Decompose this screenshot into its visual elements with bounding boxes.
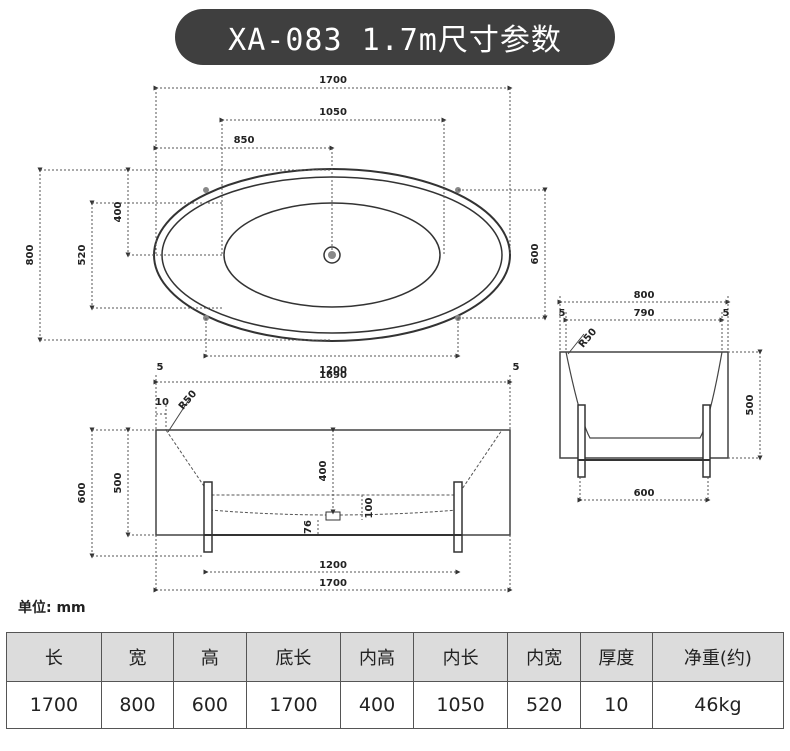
front-view: 5 5 1690 10 R50 600 500 400 76 100 1200 … <box>77 362 520 593</box>
spec-table: 长 宽 高 底长 内高 内长 内宽 厚度 净重(约) 1700 800 600 … <box>6 632 785 729</box>
dim-rim-right: 5 <box>513 362 520 373</box>
dim-side-rim-right: 5 <box>723 308 730 319</box>
dim-side-radius: R50 <box>577 327 599 351</box>
dim-rim-left: 5 <box>157 362 164 373</box>
header-cell: 内长 <box>412 632 509 682</box>
dim-overall-width: 800 <box>25 245 36 266</box>
radius-leader <box>167 397 191 433</box>
inner-side-profile <box>565 351 723 439</box>
dim-overall-length: 1700 <box>319 75 347 86</box>
radius-leader <box>567 333 585 355</box>
basin-bottom <box>209 509 459 516</box>
technical-drawing: 1700 1050 850 800 520 400 600 1200 <box>25 75 763 593</box>
tub-basin <box>223 202 441 308</box>
support-leg <box>203 481 213 553</box>
support-leg <box>577 404 586 478</box>
value-cell: 1700 <box>245 681 342 729</box>
dim-850: 850 <box>234 135 255 146</box>
title-banner: XA-083 1.7m尺寸参数 <box>175 9 615 65</box>
top-view: 1700 1050 850 800 520 400 600 1200 <box>25 75 548 376</box>
dim-radius: R50 <box>177 389 199 413</box>
dim-inner-width: 520 <box>77 245 88 266</box>
dim-base-length: 1200 <box>319 560 347 571</box>
header-cell: 厚度 <box>579 632 653 682</box>
dim-base-length: 1200 <box>319 365 347 376</box>
dim-side-width: 800 <box>634 290 655 301</box>
value-cell: 46kg <box>651 681 785 729</box>
value-cell: 400 <box>340 681 414 729</box>
spec-header-row: 长 宽 高 底长 内高 内长 内宽 厚度 净重(约) <box>6 632 785 682</box>
foot-marker <box>203 187 209 193</box>
dim-side-height: 500 <box>745 395 756 416</box>
value-cell: 800 <box>100 681 175 729</box>
support-leg <box>453 481 463 553</box>
header-cell: 净重(约) <box>651 632 785 682</box>
drain-center <box>328 251 336 259</box>
dim-600: 600 <box>530 244 541 265</box>
header-cell: 内高 <box>340 632 414 682</box>
dim-inner-length: 1050 <box>319 107 347 118</box>
header-cell: 高 <box>173 632 247 682</box>
value-cell: 600 <box>173 681 247 729</box>
support-leg <box>702 404 711 478</box>
value-cell: 1050 <box>412 681 509 729</box>
value-cell: 10 <box>579 681 653 729</box>
dim-500: 500 <box>113 473 124 494</box>
dim-76: 76 <box>303 520 314 534</box>
spec-value-row: 1700 800 600 1700 400 1050 520 10 46kg <box>6 681 785 729</box>
header-cell: 底长 <box>245 632 342 682</box>
header-cell: 内宽 <box>507 632 581 682</box>
value-cell: 1700 <box>6 681 102 729</box>
dim-height: 600 <box>77 483 88 504</box>
unit-label: 单位: mm <box>18 600 86 616</box>
dim-thickness: 10 <box>155 397 169 408</box>
header-cell: 长 <box>6 632 102 682</box>
value-cell: 520 <box>507 681 581 729</box>
dim-overall-length: 1700 <box>319 578 347 589</box>
dim-1690: 1690 <box>319 370 347 381</box>
header-cell: 宽 <box>100 632 175 682</box>
dim-inner-depth: 400 <box>318 461 329 482</box>
dim-half-width: 400 <box>113 202 124 223</box>
dim-100: 100 <box>364 498 375 519</box>
page-title: XA-083 1.7m尺寸参数 <box>228 23 562 58</box>
dim-side-rim-left: 5 <box>559 308 566 319</box>
dim-side-base: 600 <box>634 488 655 499</box>
drain-icon <box>325 511 341 521</box>
dim-side-inner-width: 790 <box>634 308 655 319</box>
side-view: 800 790 5 5 R50 500 600 <box>557 290 763 503</box>
